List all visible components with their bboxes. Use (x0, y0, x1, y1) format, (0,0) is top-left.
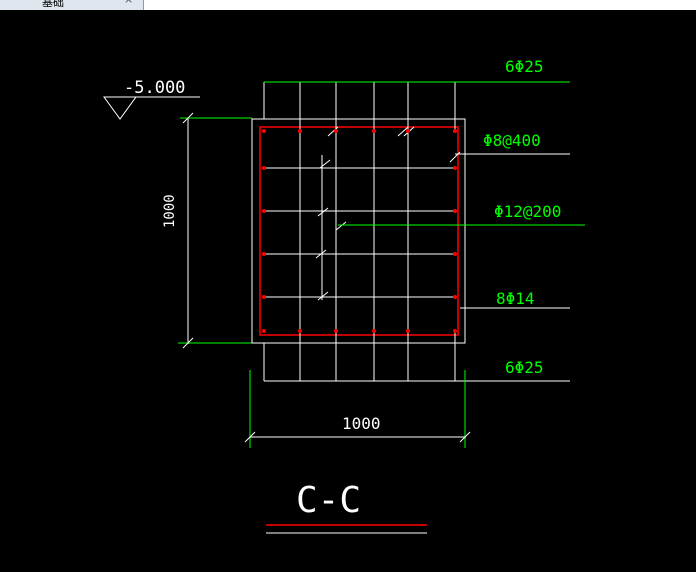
tie-bars-label: Φ12@200 (494, 202, 561, 221)
cad-canvas[interactable]: -5.000 1000 (0, 10, 696, 568)
height-dimension-label: 1000 (162, 194, 178, 228)
close-icon[interactable]: × (124, 0, 133, 6)
title-bar: 基础 × (0, 0, 696, 10)
stirrup (259, 126, 459, 336)
bottom-rebar-lines (263, 332, 570, 382)
top-rebar-lines (263, 81, 570, 130)
leader-lines (338, 153, 585, 309)
height-dimension: 1000 (162, 112, 252, 349)
rebar-top-label: 6Φ25 (505, 57, 544, 76)
drawing-tab[interactable]: 基础 × (0, 0, 144, 10)
section-title: C-C (296, 480, 361, 521)
elevation-marker: -5.000 (103, 78, 200, 120)
column-outline (251, 118, 466, 344)
internal-grid (262, 130, 456, 332)
elevation-label: -5.000 (124, 78, 185, 98)
hook-marks (315, 126, 461, 301)
side-bars-label: 8Φ14 (496, 289, 535, 308)
section-title-block: C-C (266, 480, 427, 534)
stirrup-label: Φ8@400 (483, 131, 541, 150)
section-drawing: -5.000 1000 (103, 57, 585, 534)
rebar-dots (262, 129, 457, 333)
width-dimension: 1000 (244, 370, 471, 448)
rebar-bottom-label: 6Φ25 (505, 358, 544, 377)
width-dimension-label: 1000 (342, 414, 381, 433)
drawing-tab-label: 基础 (42, 0, 64, 9)
